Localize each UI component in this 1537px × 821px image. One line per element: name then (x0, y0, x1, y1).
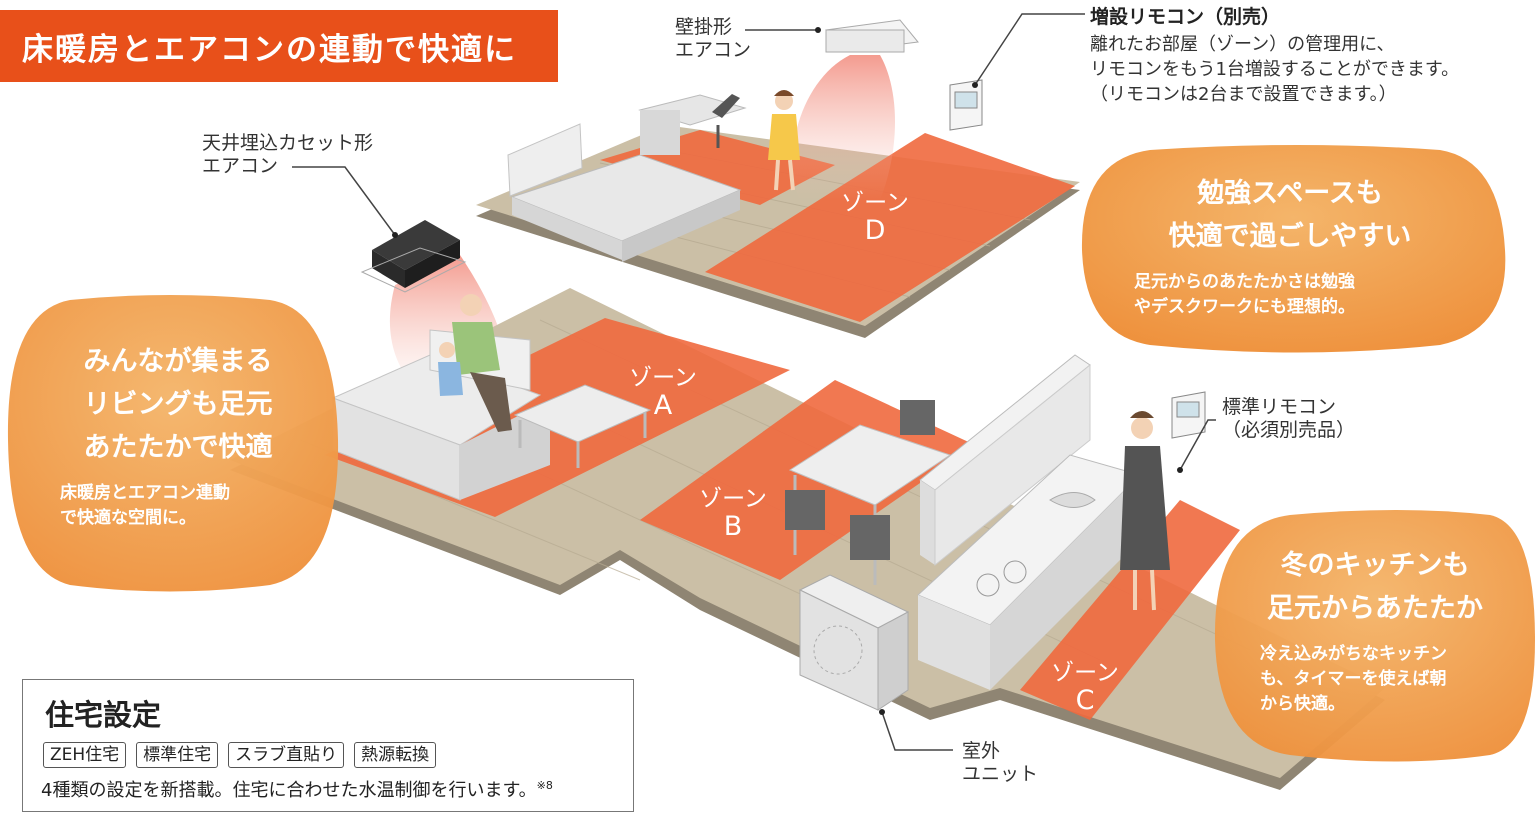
zone-c-letter: C (1075, 685, 1095, 716)
extra-remote-device (949, 79, 983, 131)
bubble-study-heading: 勉強スペースも 快適で過ごしやすい (1168, 178, 1412, 252)
bubble-kitchen: 冬のキッチンも 足元からあたたか 冷え込みがちなキッチン も、タイマーを使えば朝… (1230, 544, 1520, 717)
zone-c-heat-area (1020, 500, 1240, 720)
bubble-kitchen-body: 冷え込みがちなキッチン も、タイマーを使えば朝 から快適。 (1260, 644, 1447, 714)
ceiling-ac-label: 天井埋込カセット形 エアコン (202, 132, 374, 177)
settings-panel: 住宅設定 ZEH住宅 標準住宅 スラブ直貼り 熱源転換 4種類の設定を新搭載。住… (22, 679, 634, 812)
zone-b-letter: B (723, 511, 743, 542)
settings-note-text: 4種類の設定を新搭載。住宅に合わせた水温制御を行います。 (41, 780, 537, 801)
zone-a-label: ゾーン A (618, 365, 708, 419)
setting-tag-heat-source: 熱源転換 (354, 742, 437, 768)
coffee-table (513, 384, 652, 468)
zone-c-name: ゾーン (1051, 660, 1119, 686)
settings-title: 住宅設定 (45, 698, 162, 732)
zone-d-letter: D (864, 215, 886, 246)
bubble-living: みんなが集まる リビングも足元 あたたかで快適 床暖房とエアコン連動 で快適な空… (28, 340, 328, 531)
bubble-kitchen-heading: 冬のキッチンも 足元からあたたか (1267, 550, 1483, 624)
outdoor-unit-label: 室外 ユニット (962, 740, 1039, 785)
settings-note: 4種類の設定を新搭載。住宅に合わせた水温制御を行います。※8 (41, 776, 553, 802)
settings-note-ref: ※8 (536, 779, 553, 792)
extra-remote-description: 離れたお部屋（ゾーン）の管理用に、 リモコンをもう1台増設することができます。 … (1090, 34, 1460, 105)
bubble-living-heading: みんなが集まる リビングも足元 あたたかで快適 (83, 346, 273, 463)
family-figures (438, 294, 512, 432)
bubble-study-shape (1081, 145, 1506, 353)
standard-remote-label: 標準リモコン （必須別売品） (1222, 396, 1356, 441)
zone-a-name: ゾーン (629, 365, 697, 391)
zone-d-heat-area (705, 133, 1075, 322)
leader-lines (292, 13, 1216, 751)
extra-remote-title: 増設リモコン（別売） (1090, 6, 1281, 28)
bed (507, 123, 742, 262)
dining-table (785, 400, 952, 585)
setting-tag-standard: 標準住宅 (136, 742, 219, 768)
bubble-study-body: 足元からのあたたかさは勉強 やデスクワークにも理想的。 (1134, 272, 1355, 317)
girl-figure (768, 90, 800, 191)
zone-d-label: ゾーン D (830, 190, 920, 244)
zone-b-heat-area (640, 380, 975, 580)
outdoor-unit-device (798, 574, 910, 711)
standard-remote-device (1171, 391, 1206, 439)
zone-a-letter: A (653, 390, 673, 421)
desk (638, 94, 747, 155)
bubble-living-shape (7, 295, 339, 592)
setting-tag-slab: スラブ直貼り (228, 742, 345, 768)
wall-ac-unit (792, 19, 919, 200)
settings-tags: ZEH住宅 標準住宅 スラブ直貼り 熱源転換 (43, 742, 437, 768)
wall-ac-label: 壁掛形 エアコン (675, 16, 752, 61)
zone-b-name: ゾーン (699, 486, 767, 512)
zone-d-name: ゾーン (841, 190, 909, 216)
bubble-living-body: 床暖房とエアコン連動 で快適な空間に。 (60, 483, 230, 528)
page-title: 床暖房とエアコンの連動で快適に (0, 10, 558, 82)
zone-b-label: ゾーン B (688, 486, 778, 540)
bubble-kitchen-shape (1214, 510, 1535, 762)
leader-dots (392, 27, 1183, 715)
kitchen-counter (917, 354, 1141, 690)
bubble-study: 勉強スペースも 快適で過ごしやすい 足元からのあたたかさは勉強 やデスクワークに… (1100, 172, 1480, 320)
zone-c-label: ゾーン C (1040, 660, 1130, 714)
woman-figure (1120, 411, 1170, 611)
setting-tag-zeh: ZEH住宅 (43, 742, 127, 768)
